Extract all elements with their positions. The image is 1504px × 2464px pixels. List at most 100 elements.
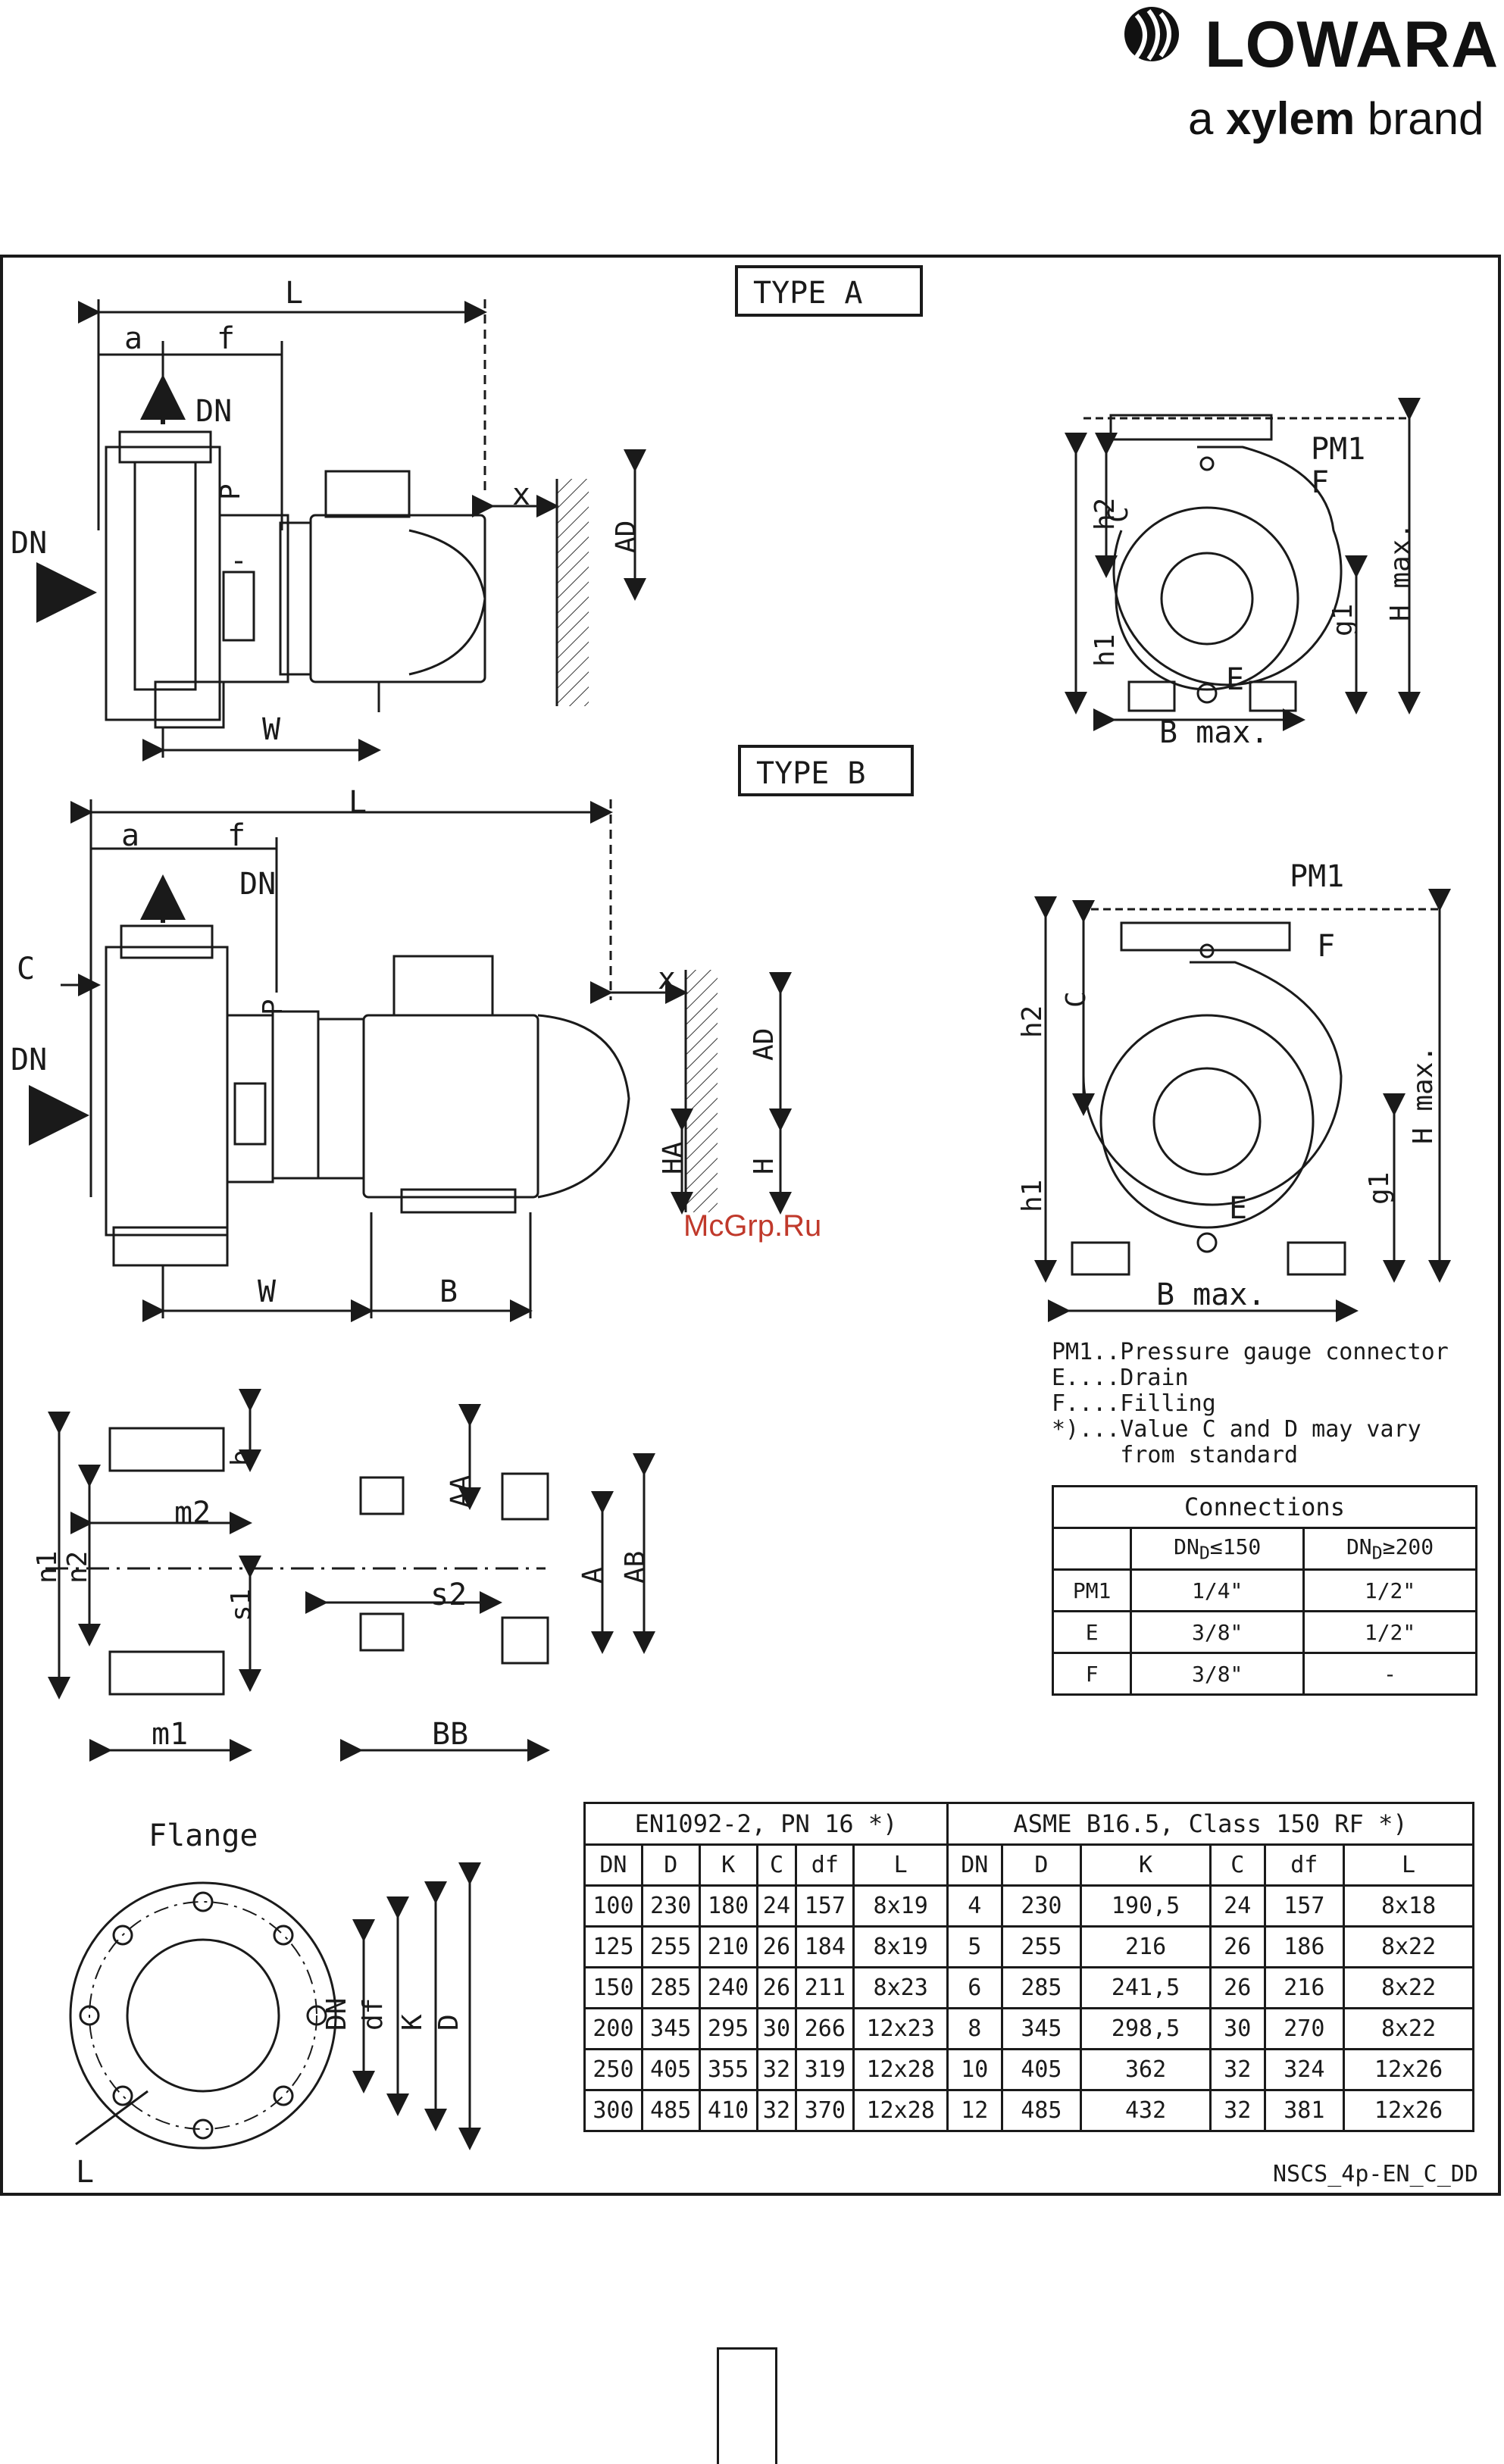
table-cell: 12x23 xyxy=(852,2007,949,2050)
dim-h1-a: h1 xyxy=(1090,634,1121,667)
table-cell: 345 xyxy=(640,2007,701,2050)
table-cell: 381 xyxy=(1263,2089,1346,2132)
type-a-side-view xyxy=(36,265,923,761)
base-plan-view xyxy=(45,1389,655,1762)
dim-fl-df: df xyxy=(358,1998,389,2031)
dim-C-a: C xyxy=(1103,506,1134,523)
table-cell: 24 xyxy=(755,1884,798,1928)
table-cell: 370 xyxy=(795,2089,855,2132)
table-cell: 30 xyxy=(755,2007,798,2050)
dim-Hmax-a: H max. xyxy=(1385,523,1416,621)
drawing-frame xyxy=(0,255,1501,2196)
table-cell: 8x19 xyxy=(852,1884,949,1928)
table-cell: 241,5 xyxy=(1080,1966,1212,2009)
dim-n2: n2 xyxy=(62,1551,93,1584)
table-cell: 26 xyxy=(755,1925,798,1968)
dn-s-a: DN xyxy=(11,526,47,561)
table-cell: 210 xyxy=(698,1925,758,1968)
dim-W-b: W xyxy=(258,1274,277,1309)
dim-b: b xyxy=(226,1449,257,1466)
table-cell: 186 xyxy=(1263,1925,1346,1968)
legend-line: F....Filling xyxy=(1052,1390,1216,1417)
dim-AD-b: AD xyxy=(749,1028,780,1061)
dim-x-a: x xyxy=(512,477,530,512)
table-cell: 157 xyxy=(795,1884,855,1928)
flange-header-cell: D xyxy=(640,1843,701,1887)
table-cell: 485 xyxy=(1000,2089,1083,2132)
legend-line: from standard xyxy=(1052,1442,1299,1468)
table-cell: 255 xyxy=(1000,1925,1083,1968)
table-cell: 266 xyxy=(795,2007,855,2050)
table-cell: 12x28 xyxy=(852,2089,949,2132)
table-cell: 8 xyxy=(946,2007,1003,2050)
table-cell: 324 xyxy=(1263,2048,1346,2091)
dn-d-a: DN xyxy=(195,394,232,429)
flange-header-cell: df xyxy=(1263,1843,1346,1887)
brand-name: LOWARA xyxy=(1205,8,1499,81)
connections-col2: DND≥200 xyxy=(1302,1527,1477,1571)
dim-a-b: a xyxy=(121,818,139,853)
dim-g1-a: g1 xyxy=(1327,604,1359,636)
table-cell: 32 xyxy=(755,2048,798,2091)
table-cell: 32 xyxy=(755,2089,798,2132)
pm1-label-b: PM1 xyxy=(1290,859,1344,894)
dim-L-a: L xyxy=(285,276,303,311)
watermark: McGrp.Ru xyxy=(683,1209,822,1243)
dim-AD-a: AD xyxy=(611,521,642,553)
type-b-side-view xyxy=(29,745,914,1322)
table-cell: 6 xyxy=(946,1966,1003,2009)
b-max-a: B max. xyxy=(1159,715,1269,750)
connections-title: Connections xyxy=(1052,1485,1477,1529)
e-label-b: E xyxy=(1229,1191,1247,1226)
dim-C-b: C xyxy=(17,952,35,987)
dim-P-b: P xyxy=(258,999,289,1015)
connections-col1: DND≤150 xyxy=(1130,1527,1305,1571)
table-cell: 255 xyxy=(640,1925,701,1968)
dim-s2: s2 xyxy=(430,1578,467,1612)
table-cell: 125 xyxy=(583,1925,643,1968)
table-cell: 405 xyxy=(640,2048,701,2091)
table-cell: 12 xyxy=(946,2089,1003,2132)
table-cell: 300 xyxy=(583,2089,643,2132)
dim-HA-b: HA xyxy=(658,1141,689,1174)
table-cell: 26 xyxy=(755,1966,798,2009)
table-cell: 410 xyxy=(698,2089,758,2132)
dim-A: A xyxy=(577,1567,608,1584)
table-cell: 100 xyxy=(583,1884,643,1928)
legend-line: E....Drain xyxy=(1052,1365,1189,1391)
dim-fl-D: D xyxy=(433,2014,464,2031)
dim-fl-L: L xyxy=(76,2155,94,2190)
type-a-label: TYPE A xyxy=(753,276,863,311)
dn-s-b: DN xyxy=(11,1043,47,1077)
flange-header-cell: DN xyxy=(583,1843,643,1887)
table-cell: 12x26 xyxy=(1343,2089,1474,2132)
table-cell: 405 xyxy=(1000,2048,1083,2091)
table-cell: 8x23 xyxy=(852,1966,949,2009)
table-cell: 250 xyxy=(583,2048,643,2091)
dim-h1-b: h1 xyxy=(1017,1180,1048,1212)
dim-W-a: W xyxy=(262,712,281,747)
flange-header-cell: D xyxy=(1000,1843,1083,1887)
dim-m1: m1 xyxy=(152,1717,188,1752)
table-cell: 32 xyxy=(1209,2048,1266,2091)
table-cell: 319 xyxy=(795,2048,855,2091)
dim-n1: n1 xyxy=(32,1551,63,1584)
dim-h2-a: h2 xyxy=(1090,498,1121,530)
table-cell: 26 xyxy=(1209,1966,1266,2009)
table-cell: 200 xyxy=(583,2007,643,2050)
dim-B-b: B xyxy=(439,1274,458,1309)
dim-f-a: f xyxy=(217,321,235,356)
dim-x-b: x xyxy=(658,962,676,996)
table-cell: 190,5 xyxy=(1080,1884,1212,1928)
type-b-front-view xyxy=(1034,889,1451,1322)
